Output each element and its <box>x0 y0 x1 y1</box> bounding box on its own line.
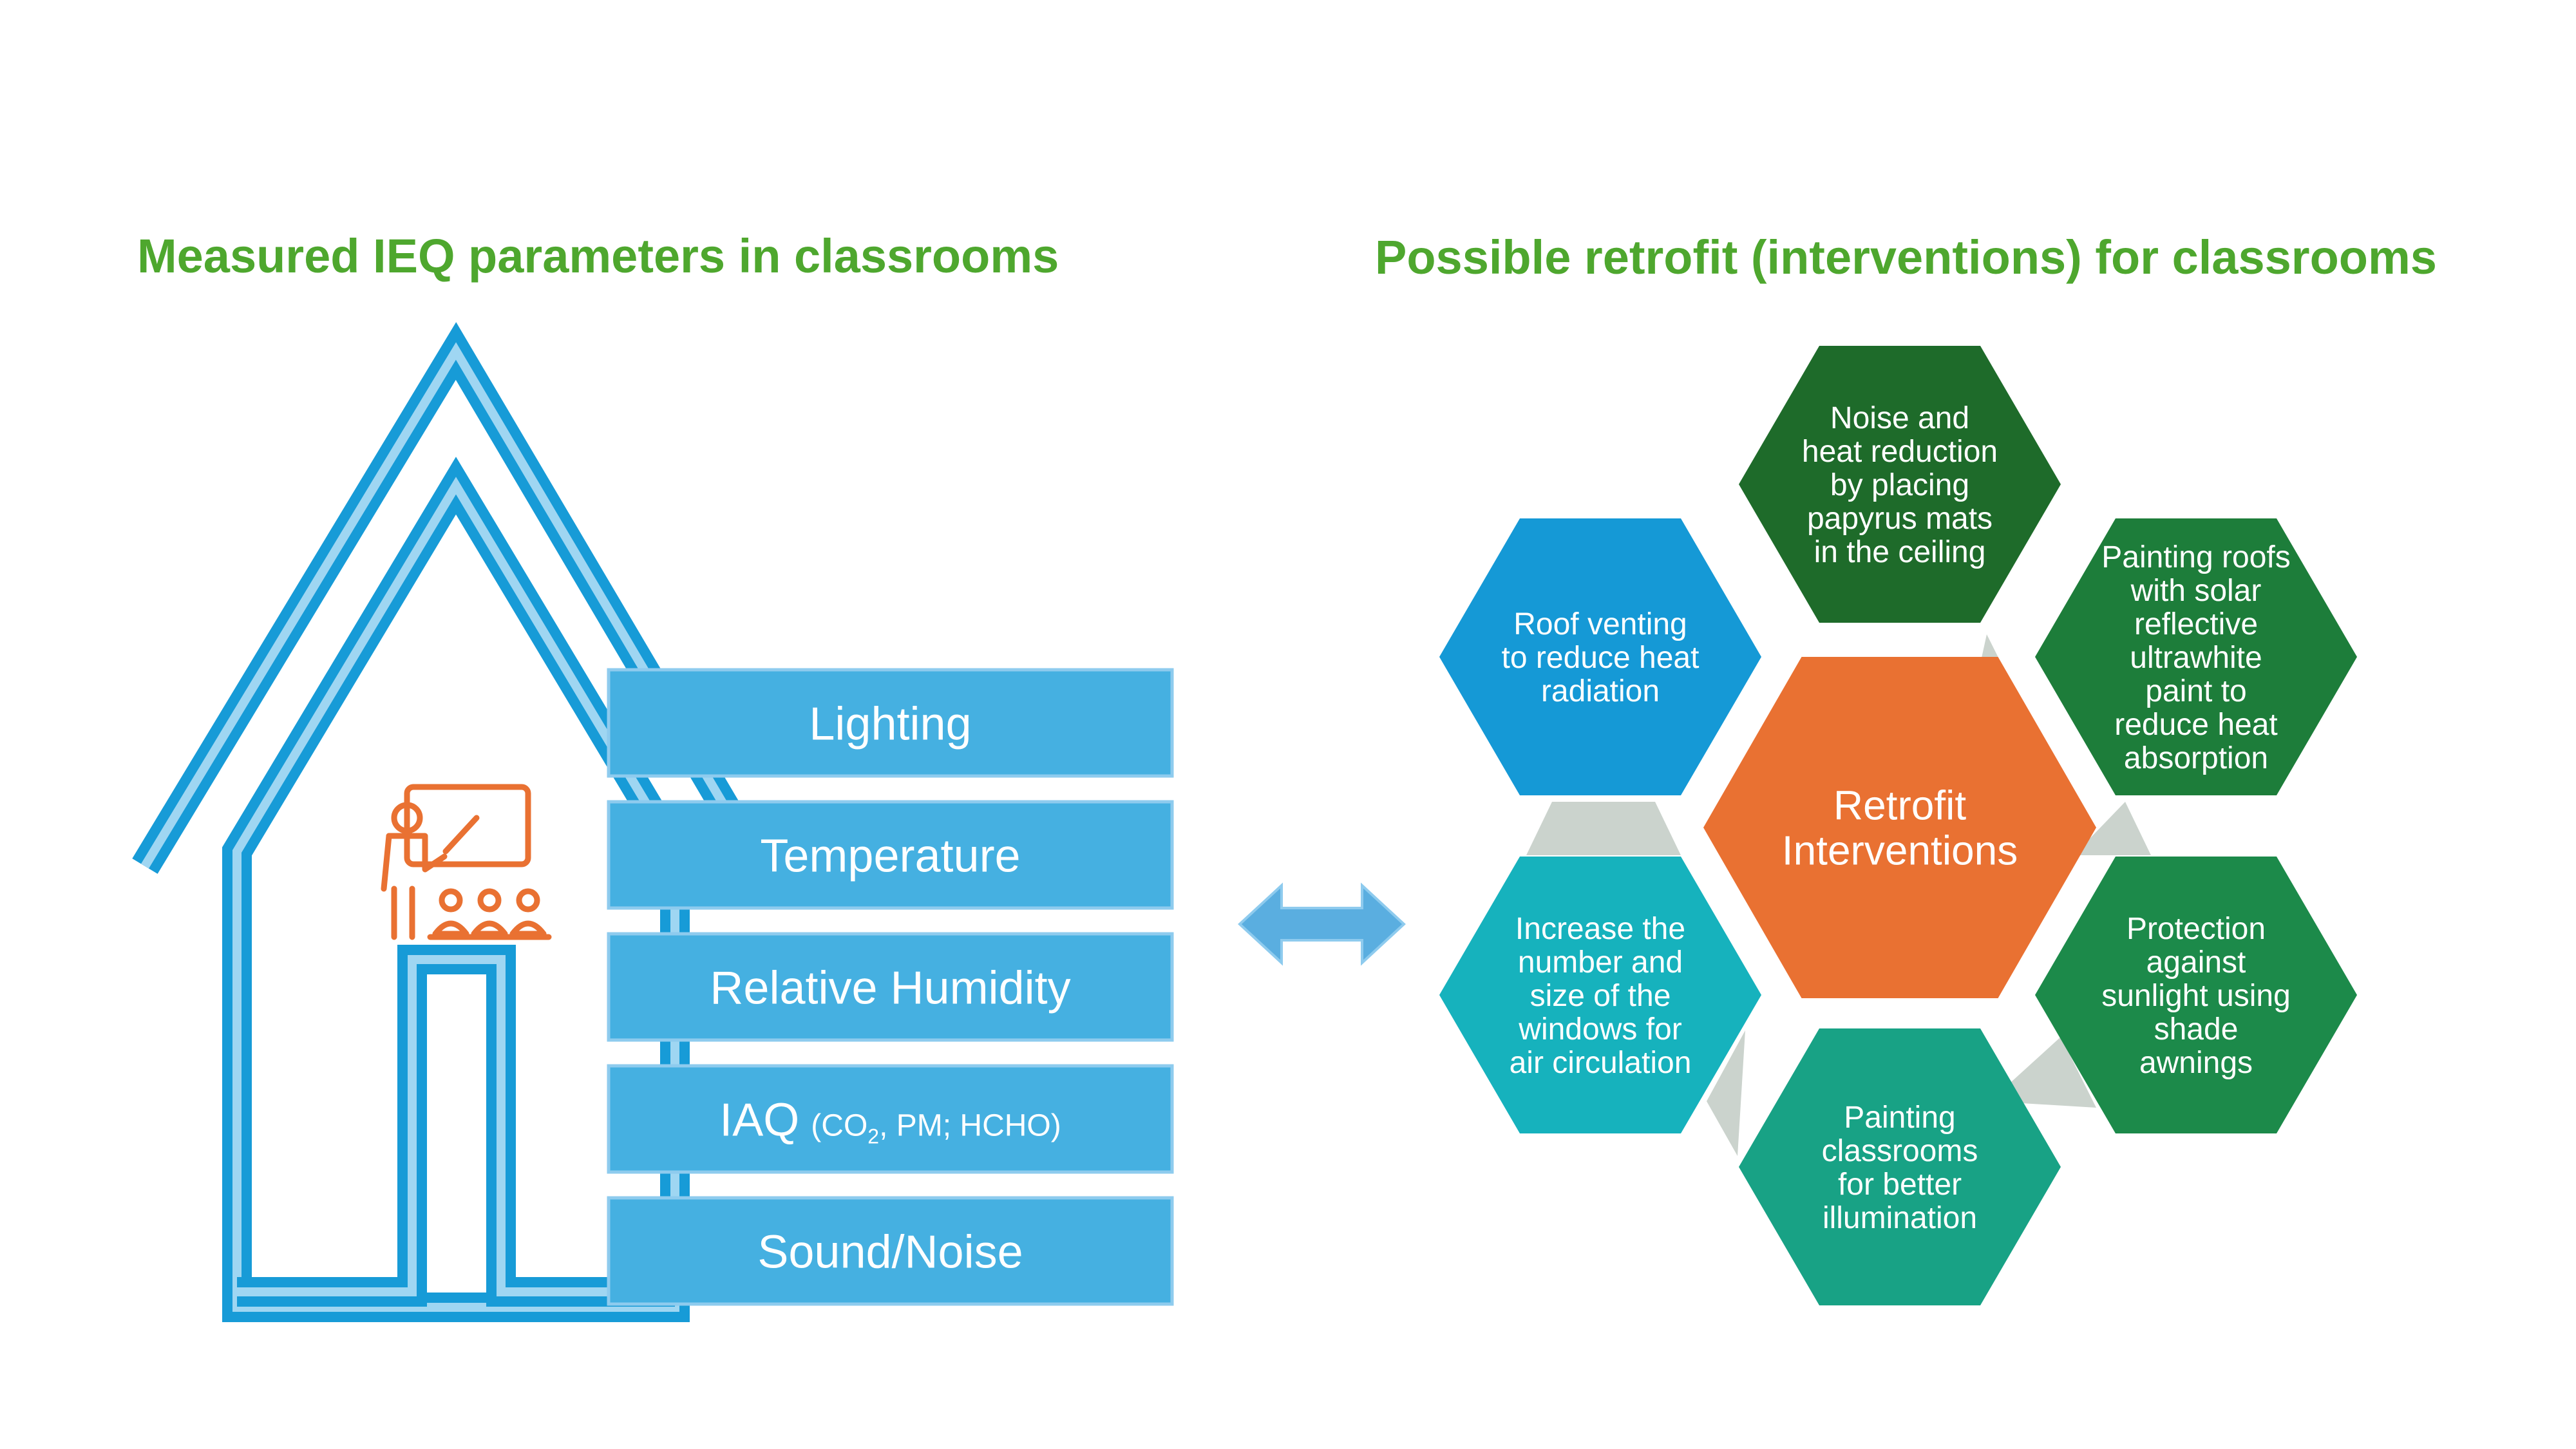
parameter-box-3: Relative Humidity <box>607 932 1174 1042</box>
hexagon-label-line: size of the <box>1530 979 1671 1013</box>
hexagon-label-line: Retrofit <box>1833 782 1967 828</box>
hexagon-label-line: air circulation <box>1510 1046 1692 1080</box>
hexagon-label-line: illumination <box>1823 1201 1977 1235</box>
hexagon-label-line: Painting <box>1844 1101 1955 1135</box>
parameter-label: Relative Humidity <box>710 963 1070 1014</box>
left-section-title: Measured IEQ parameters in classrooms <box>137 229 1059 283</box>
teacher-classroom-icon <box>381 784 552 940</box>
hexagon-label-line: windows for <box>1518 1012 1681 1046</box>
hexagon-label-line: reflective <box>2134 607 2258 641</box>
hexagon-label-line: with solar <box>2130 574 2262 608</box>
hexagon-label-line: paint to <box>2145 674 2246 708</box>
parameter-box-1: Lighting <box>607 668 1174 778</box>
parameter-label: Temperature <box>760 831 1020 882</box>
hexagon-label-line: awnings <box>2139 1046 2253 1080</box>
hexagon-label-line: to reduce heat <box>1502 641 1700 675</box>
right-section-title: Possible retrofit (interventions) for cl… <box>1375 231 2437 284</box>
hexagon-label-line: by placing <box>1830 468 1969 502</box>
hexagon-label-line: ultrawhite <box>2130 641 2262 675</box>
parameter-box-2: Temperature <box>607 800 1174 910</box>
hexagon-label-line: radiation <box>1541 674 1660 708</box>
hexagon-label-line: Increase the <box>1515 912 1685 946</box>
hexagon-label-line: papyrus mats <box>1807 502 1993 536</box>
hexagon-label-line: number and <box>1518 945 1683 980</box>
parameter-box-5: Sound/Noise <box>607 1196 1174 1306</box>
hexagon-label-line: sunlight using <box>2101 979 2291 1013</box>
hexagon-label-line: Interventions <box>1782 827 2018 873</box>
hexagon-label-line: for better <box>1838 1168 1962 1202</box>
hexagon-label-line: classrooms <box>1822 1134 1978 1168</box>
hexagon-label-line: absorption <box>2124 741 2268 775</box>
hexagon-label-line: shade <box>2154 1012 2239 1046</box>
parameter-box-4: IAQ(CO2, PM; HCHO) <box>607 1064 1174 1174</box>
hexagon-label-line: heat reduction <box>1802 435 1998 469</box>
hexagon-label-line: Protection <box>2126 912 2266 946</box>
hexagon-label-line: Noise and <box>1830 401 1969 435</box>
parameter-label: Lighting <box>809 699 971 750</box>
parameter-label: Sound/Noise <box>757 1227 1023 1278</box>
hexagon-label-line: reduce heat <box>2114 708 2278 742</box>
double-arrow-icon <box>1238 882 1406 966</box>
hexagon-label-line: Painting roofs <box>2101 540 2291 574</box>
hexagon-label-line: against <box>2146 945 2246 980</box>
hexagon-label-line: in the ceiling <box>1814 535 1986 569</box>
parameter-label: IAQ(CO2, PM; HCHO) <box>719 1095 1061 1148</box>
hexagon-label-line: Roof venting <box>1513 607 1687 641</box>
